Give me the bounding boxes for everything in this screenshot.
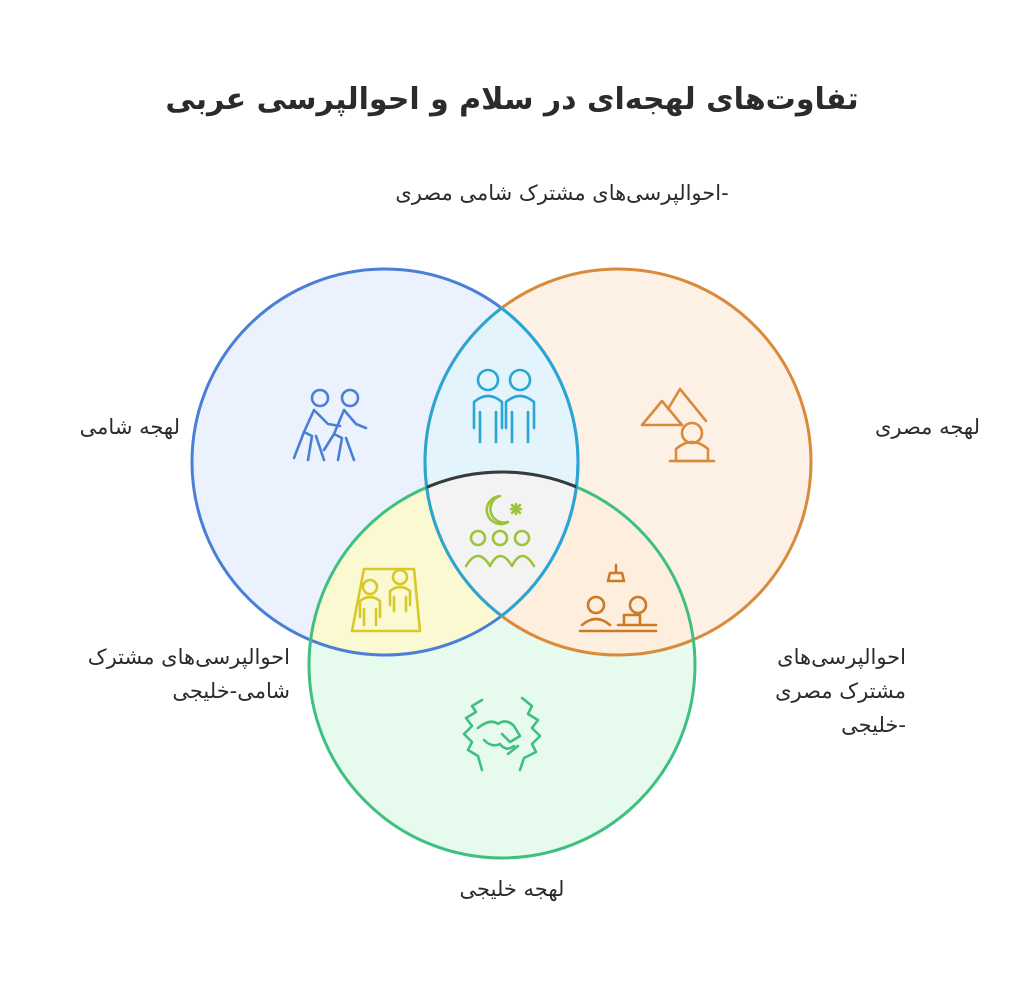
pyramids-person-icon	[640, 387, 716, 463]
diagram-title: تفاوت‌های لهجه‌ای در سلام و احوالپرسی عر…	[165, 82, 859, 117]
label-khaliji: لهجه خلیجی	[459, 877, 565, 901]
label-masri-khaliji: احوالپرسی‌های مشترک مصری -خلیجی	[775, 645, 906, 737]
family-frame-icon	[350, 567, 422, 633]
crescent-community-icon	[464, 494, 536, 568]
meeting-desk-icon	[578, 563, 658, 633]
walking-people-icon	[292, 388, 368, 462]
label-shami-masri: -احوالپرسی‌های مشترک شامی مصری	[395, 181, 729, 205]
two-people-icon	[472, 368, 536, 444]
handshake-icon	[462, 696, 542, 772]
overlap-masri-khaliji	[425, 472, 695, 655]
label-masri: لهجه مصری	[874, 415, 980, 439]
label-shami: لهجه شامی	[79, 415, 180, 439]
label-shami-khaliji: احوالپرسی‌های مشترک شامی-خلیجی	[87, 645, 290, 703]
